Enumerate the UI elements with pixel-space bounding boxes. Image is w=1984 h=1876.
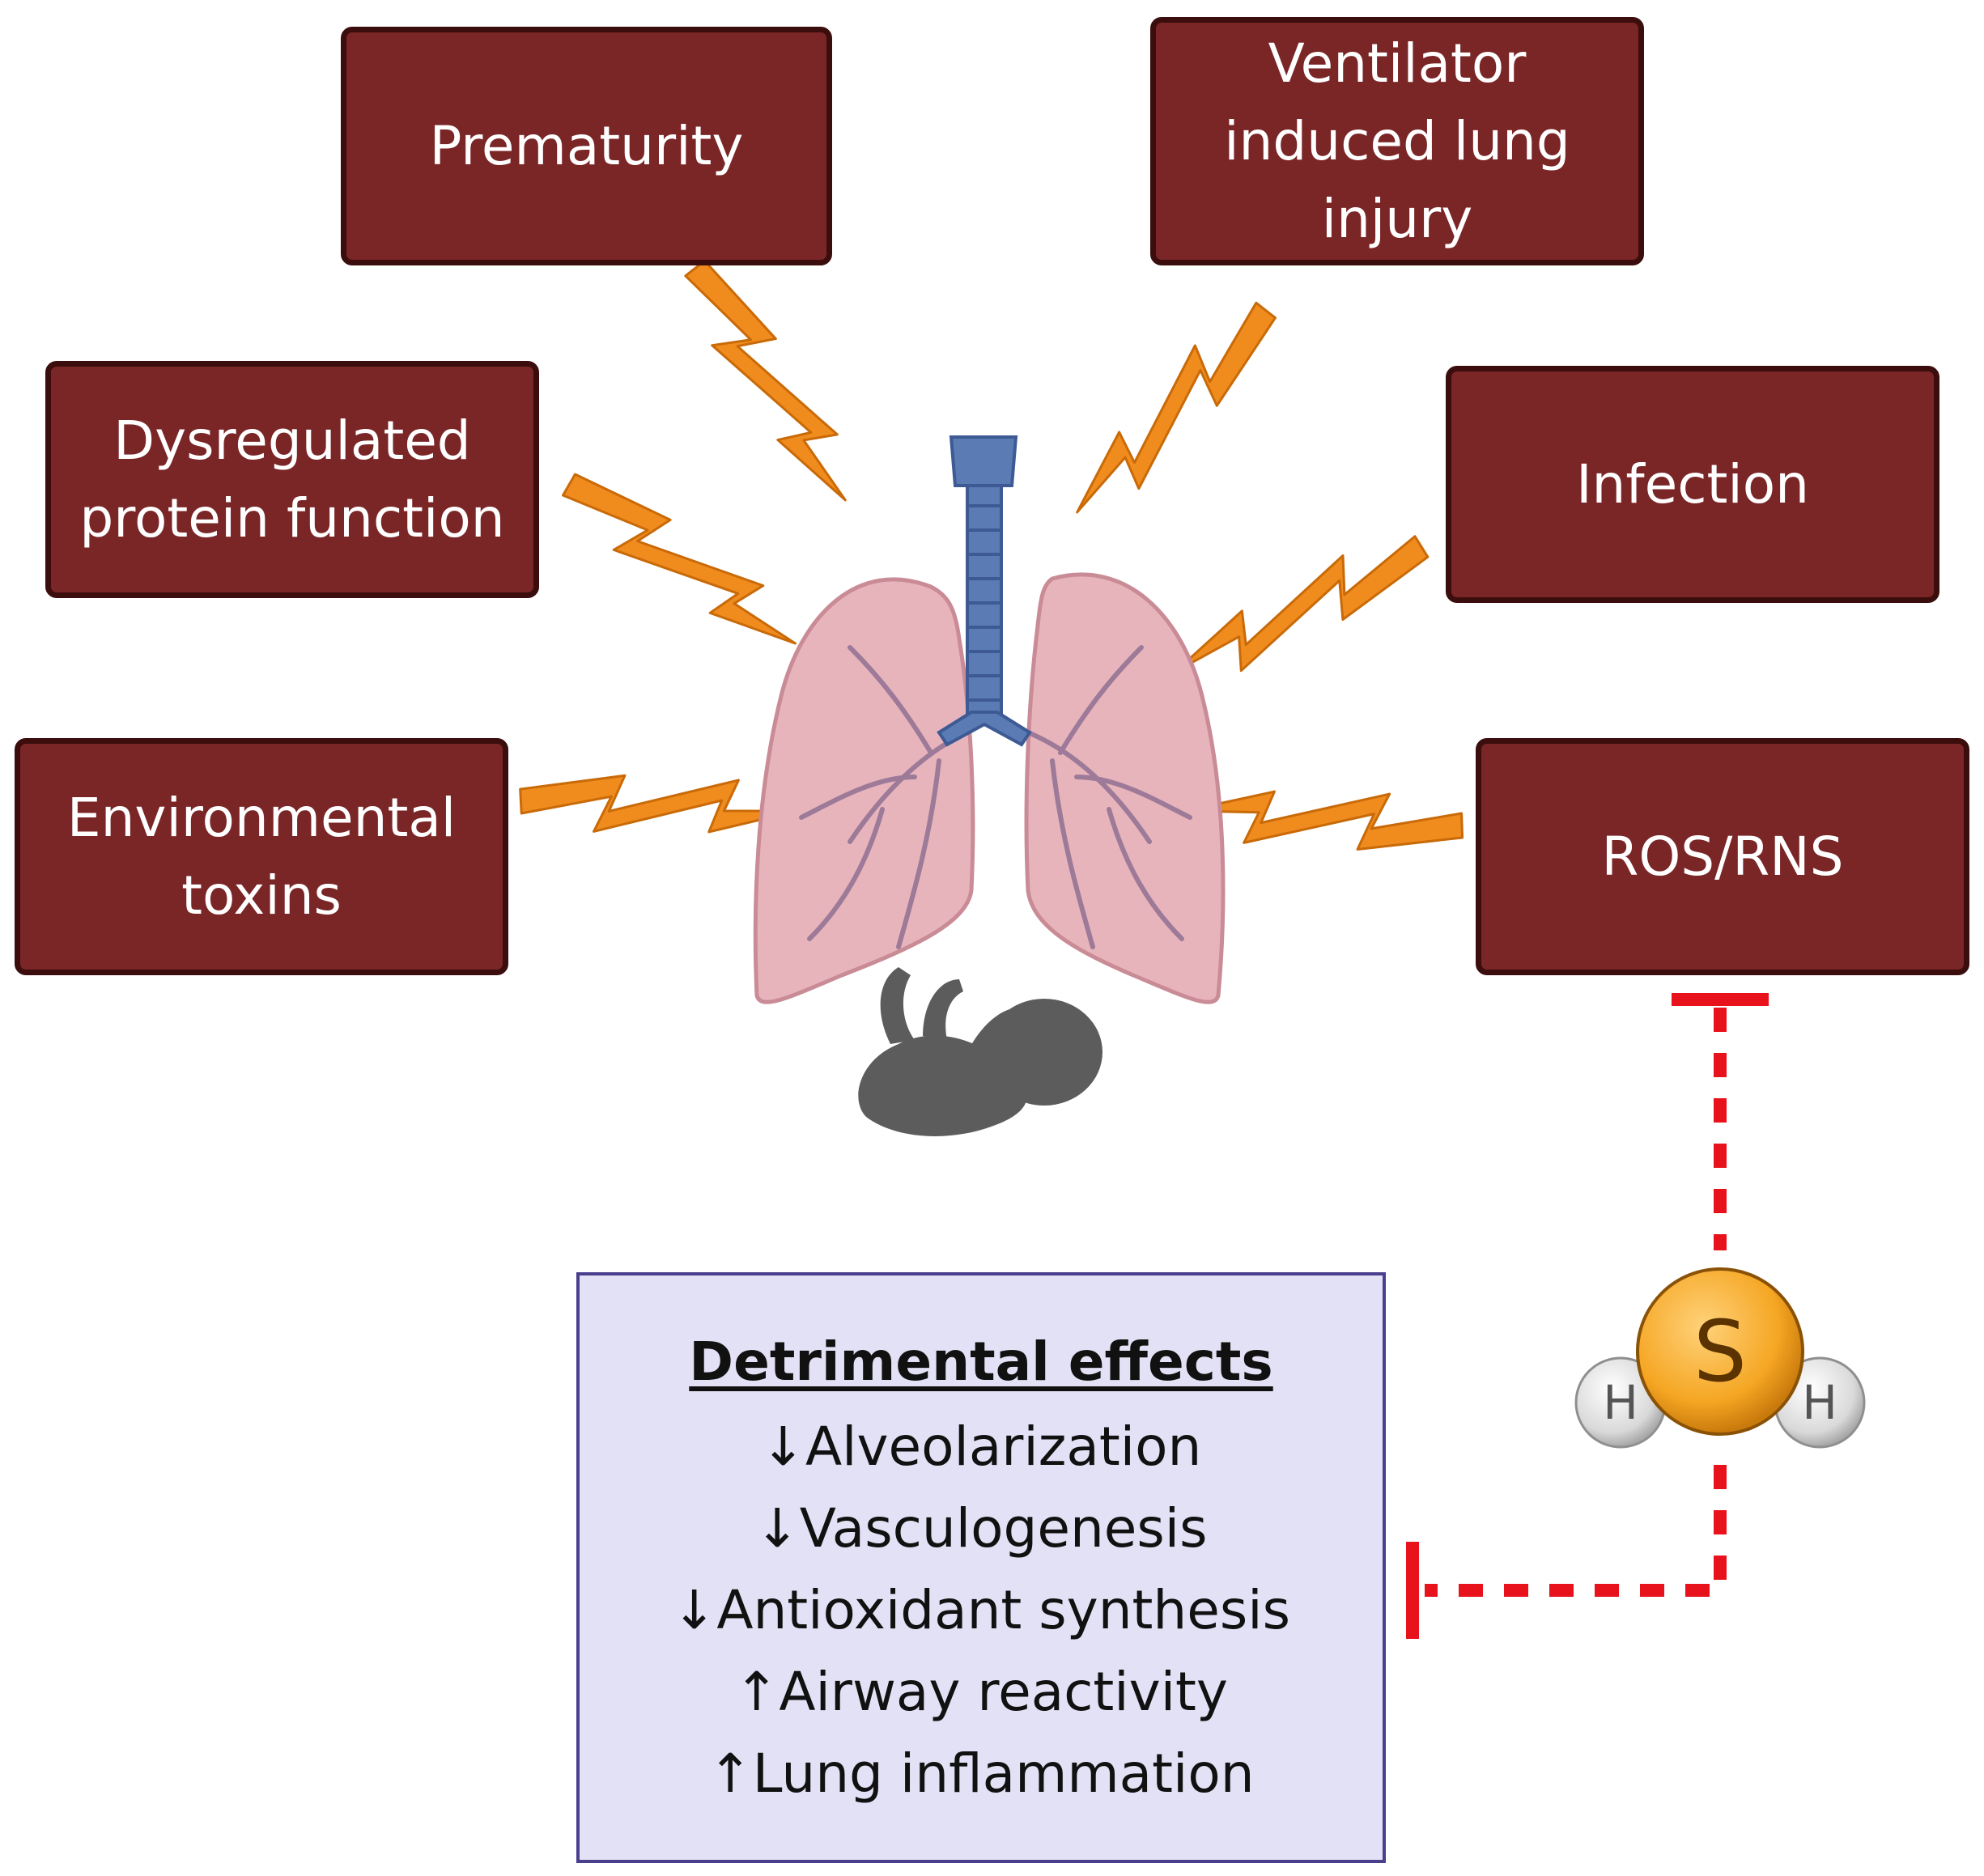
lightning-bolt-icon [518, 765, 800, 843]
cause-label: Infection [1576, 452, 1809, 516]
trachea-icon [937, 435, 1032, 747]
fetus-icon [858, 967, 1102, 1136]
lightning-bolt-icon [1184, 783, 1464, 857]
cause-box-ros-rns: ROS/RNS [1476, 738, 1969, 975]
cause-box-dysregulated-protein: Dysregulated protein function [45, 361, 539, 598]
lungs-icon [753, 572, 1226, 1004]
cause-box-infection: Infection [1446, 366, 1939, 603]
cause-label: ROS/RNS [1601, 825, 1844, 888]
lightning-bolt-icon [661, 254, 882, 511]
effects-title: Detrimental effects [689, 1330, 1273, 1393]
cause-box-prematurity: Prematurity [341, 27, 832, 265]
effect-item: ↑Lung inflammation [707, 1742, 1255, 1805]
cause-label: Environmental toxins [66, 786, 457, 927]
hydrogen-atom-label-left: H [1603, 1375, 1638, 1430]
effect-item: ↓Antioxidant synthesis [672, 1578, 1290, 1641]
lightning-bolt-icon [1165, 511, 1434, 711]
detrimental-effects-box: Detrimental effects ↓Alveolarization ↓Va… [576, 1272, 1386, 1863]
inhibition-line [1406, 993, 1769, 1639]
sulfur-atom-label: S [1693, 1302, 1747, 1401]
cause-label: Prematurity [429, 114, 744, 177]
lightning-bolt-icon [1063, 284, 1283, 541]
lightning-bolt-icon [547, 465, 819, 659]
effect-item: ↑Airway reactivity [734, 1660, 1228, 1723]
effect-item: ↓Vasculogenesis [754, 1496, 1208, 1560]
h2s-molecule-icon [1574, 1267, 1866, 1449]
cause-label: Dysregulated protein function [79, 409, 505, 550]
effect-item: ↓Alveolarization [760, 1415, 1202, 1478]
cause-box-ventilator-injury: Ventilator induced lung injury [1150, 17, 1644, 265]
cause-label: Ventilator induced lung injury [1224, 32, 1570, 250]
hydrogen-atom-label-right: H [1802, 1375, 1837, 1430]
cause-box-environmental-toxins: Environmental toxins [15, 738, 508, 975]
